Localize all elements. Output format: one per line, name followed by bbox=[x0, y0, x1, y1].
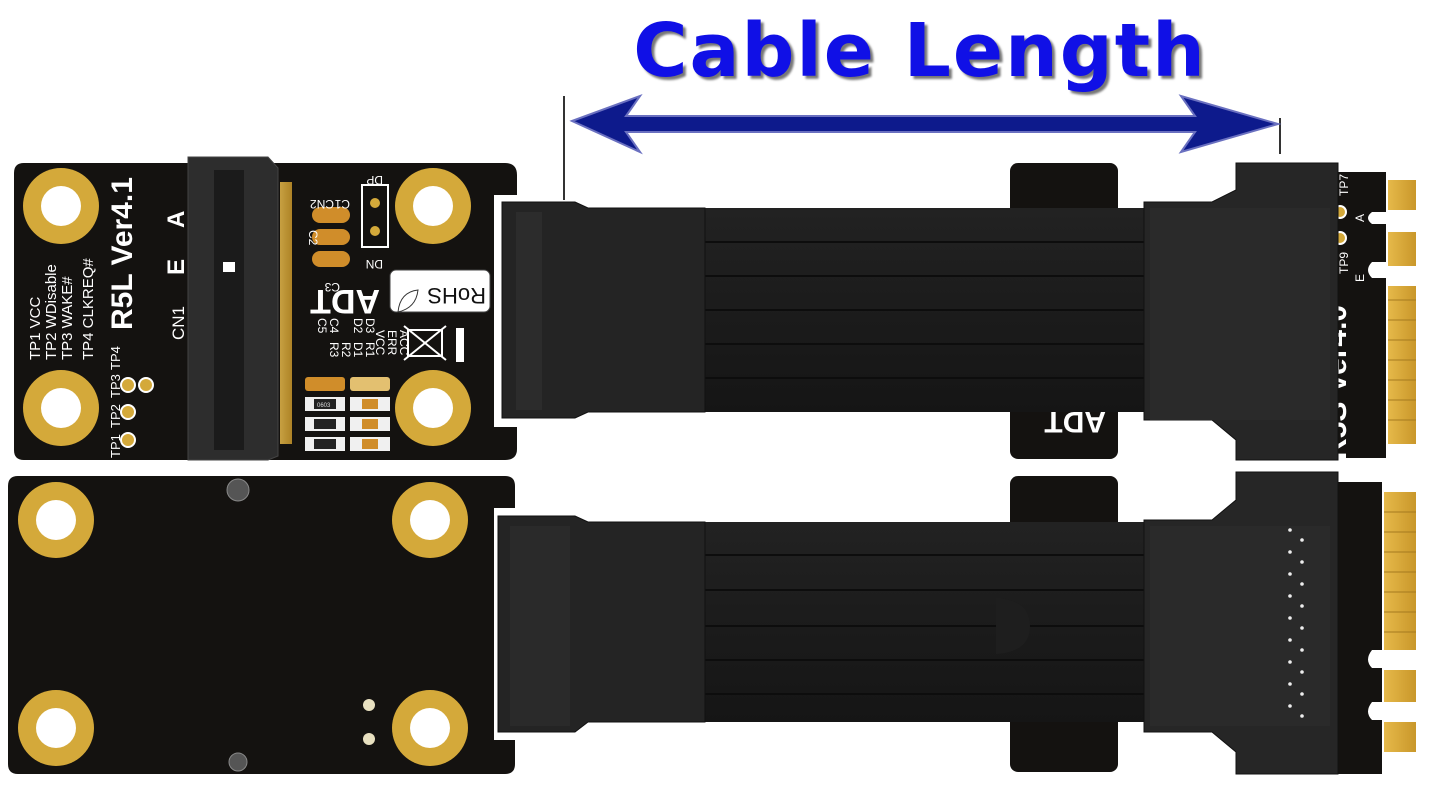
led-label: D1 bbox=[351, 342, 365, 358]
pin-dots bbox=[1288, 528, 1304, 718]
led-label: D2 bbox=[351, 318, 365, 334]
led-label: VCC bbox=[373, 330, 387, 356]
cap-label: C2 bbox=[306, 230, 320, 246]
tp-label: TP4 bbox=[108, 346, 123, 370]
top-cable-assembly bbox=[501, 162, 1339, 461]
mounting-hole bbox=[395, 168, 471, 244]
mounting-hole bbox=[392, 690, 468, 766]
cap-label: CN2 bbox=[310, 197, 334, 211]
dp-label: DP bbox=[366, 173, 383, 187]
bottom-left-pcb: 1 24 bbox=[8, 476, 515, 774]
board-model: R5L Ver4.1 bbox=[106, 177, 139, 330]
connector-label: CN1 bbox=[169, 306, 188, 340]
mounting-hole bbox=[23, 370, 99, 446]
testpoint-label: TP3 WAKE# bbox=[59, 276, 76, 360]
key-label: A bbox=[1353, 214, 1367, 222]
tp-label: TP1 bbox=[108, 434, 123, 458]
mounting-hole bbox=[395, 370, 471, 446]
tp-label: TP9 bbox=[1337, 252, 1351, 274]
mounting-hole bbox=[392, 482, 468, 558]
led-label: R2 bbox=[339, 342, 353, 358]
cap-label: C3 bbox=[324, 280, 340, 294]
smd-components bbox=[305, 377, 390, 451]
rohs-label: RoHS bbox=[427, 283, 486, 308]
dn-label: DN bbox=[366, 257, 383, 271]
led-label: R3 bbox=[327, 342, 341, 358]
top-left-pcb: R5L Ver4.1 E A CN1 TP1 VCC TP2 WDisable … bbox=[14, 156, 517, 461]
resistor-code: 0603 bbox=[317, 403, 331, 409]
mounting-hole bbox=[18, 482, 94, 558]
testpoint-label: TP1 VCC bbox=[27, 296, 44, 360]
capacitor-array bbox=[312, 207, 350, 267]
tp-label: TP2 bbox=[108, 404, 123, 428]
led-label: ERR bbox=[385, 330, 399, 356]
tp-label: TP7 bbox=[1337, 174, 1351, 196]
cap-label: C1 bbox=[334, 197, 350, 211]
testpoint-label: TP2 WDisable bbox=[43, 264, 60, 360]
led-label: C4 bbox=[327, 318, 341, 334]
led-label: R1 bbox=[363, 342, 377, 358]
key-label: E bbox=[1353, 274, 1367, 282]
m2-socket bbox=[187, 156, 292, 461]
weee-bin-icon bbox=[403, 325, 464, 362]
key-e-label: E bbox=[163, 259, 190, 275]
bottom-cable-assembly bbox=[497, 471, 1339, 775]
cable-length-arrow bbox=[563, 93, 1282, 200]
mounting-hole bbox=[18, 690, 94, 766]
led-label: D3 bbox=[363, 318, 377, 334]
brand-label: ADT bbox=[310, 282, 380, 320]
tp-label: TP3 bbox=[108, 374, 123, 398]
mounting-hole bbox=[23, 168, 99, 244]
led-label: ACC bbox=[397, 330, 411, 356]
testpoint-label: TP4 CLKREQ# bbox=[80, 258, 97, 360]
key-a-label: A bbox=[163, 211, 190, 228]
testpoint-pads bbox=[120, 377, 154, 448]
led-label: C5 bbox=[315, 318, 329, 334]
headline-cable-length: Cable Length bbox=[633, 8, 1207, 94]
